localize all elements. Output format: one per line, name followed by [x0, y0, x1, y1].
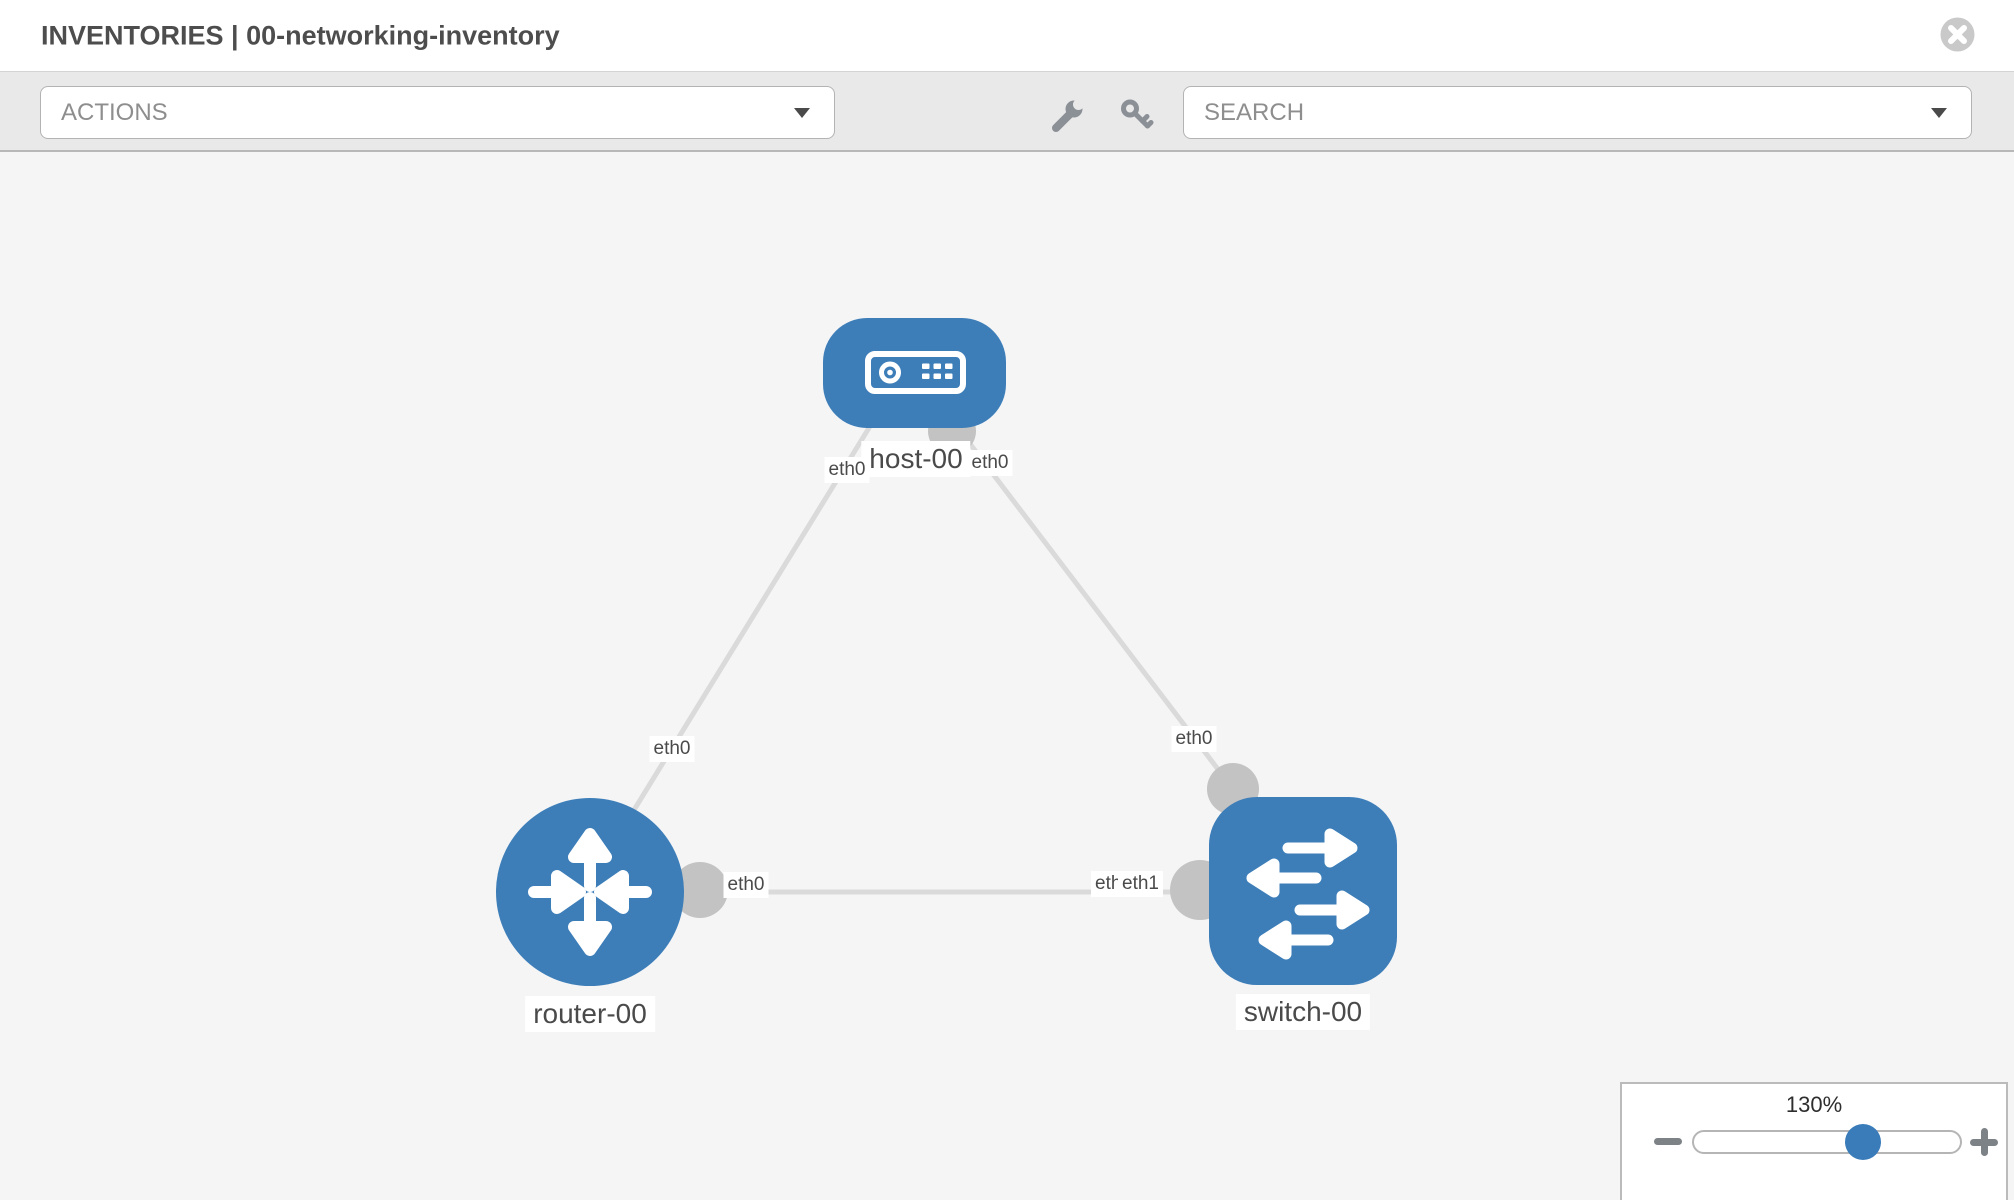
node-label-host-00[interactable]: host-00 — [861, 441, 971, 477]
router-icon — [528, 828, 652, 956]
iface-label-router-right: eth0 — [723, 872, 769, 898]
iface-label-router-uplink: eth0 — [649, 736, 695, 762]
zoom-slider-track[interactable] — [1692, 1130, 1962, 1154]
switch-icon — [1246, 828, 1370, 960]
window-header: INVENTORIES | 00-networking-inventory — [0, 0, 2014, 72]
close-icon[interactable] — [1939, 16, 1976, 53]
node-label-router-00[interactable]: router-00 — [525, 996, 655, 1032]
topology-canvas[interactable]: host-00 router-00 switch-00 eth0 eth0 et… — [0, 152, 2014, 1200]
chevron-down-icon — [1931, 107, 1947, 118]
host-device-icon — [865, 351, 966, 394]
search-dropdown[interactable]: SEARCH — [1183, 86, 1972, 139]
topology-links-layer — [615, 407, 1259, 920]
page-title: INVENTORIES | 00-networking-inventory — [41, 20, 560, 50]
node-host-00[interactable] — [823, 318, 1006, 428]
iface-label-host-right: eth0 — [967, 450, 1013, 476]
plus-icon-bar — [1980, 1128, 1988, 1156]
zoom-panel: 130% — [1620, 1082, 2008, 1200]
node-router-00[interactable] — [496, 798, 684, 986]
port-router-right[interactable] — [672, 862, 728, 918]
key-icon[interactable] — [1117, 96, 1157, 136]
node-label-switch-00[interactable]: switch-00 — [1235, 994, 1371, 1030]
zoom-in-icon[interactable] — [1966, 1124, 2002, 1160]
iface-label-switch-left-front: eth1 — [1118, 871, 1163, 897]
chevron-down-icon — [794, 107, 810, 118]
node-switch-00[interactable] — [1209, 797, 1397, 985]
actions-dropdown-label: ACTIONS — [61, 98, 168, 126]
zoom-level-value: 130% — [1785, 1092, 1843, 1117]
iface-label-host-left: eth0 — [824, 457, 870, 483]
actions-dropdown[interactable]: ACTIONS — [40, 86, 835, 139]
iface-label-switch-uplink: eth0 — [1171, 726, 1217, 752]
zoom-out-icon[interactable] — [1654, 1138, 1682, 1145]
wrench-icon[interactable] — [1048, 96, 1088, 136]
toolbar: ACTIONS SEARCH — [0, 72, 2014, 152]
zoom-slider-knob[interactable] — [1845, 1124, 1881, 1160]
search-dropdown-label: SEARCH — [1204, 98, 1305, 126]
